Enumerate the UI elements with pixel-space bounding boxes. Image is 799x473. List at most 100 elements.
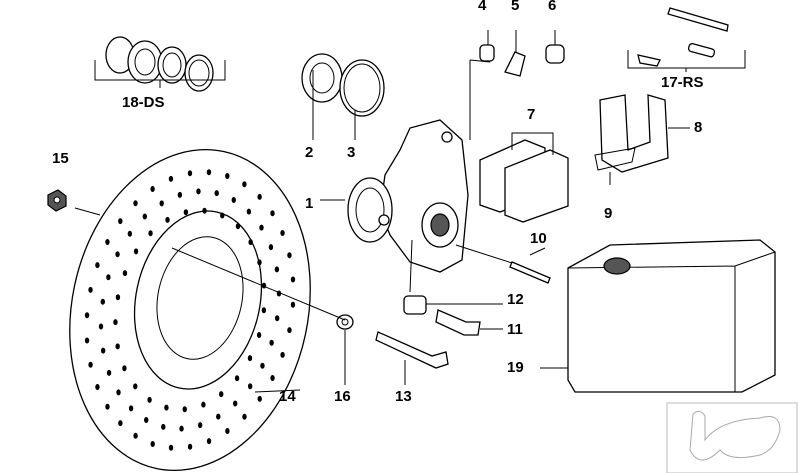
drill-hole xyxy=(144,417,149,424)
label-18-ds: 18-DS xyxy=(122,94,165,111)
drill-hole xyxy=(100,298,106,305)
drill-hole xyxy=(164,404,169,411)
pin-kit[interactable] xyxy=(627,7,746,72)
drill-hole xyxy=(290,276,296,283)
drill-hole xyxy=(113,319,118,326)
label-4: 4 xyxy=(478,0,487,14)
drill-hole xyxy=(201,401,206,408)
drill-hole xyxy=(214,190,219,197)
label-19: 19 xyxy=(507,359,524,376)
drill-hole xyxy=(100,347,106,354)
brake-fluid-can[interactable] xyxy=(540,239,776,393)
label-16: 16 xyxy=(334,388,351,405)
drill-hole xyxy=(168,175,174,182)
label-2: 2 xyxy=(305,144,314,161)
drill-hole xyxy=(122,365,127,372)
drill-hole xyxy=(115,251,120,258)
drill-hole xyxy=(247,383,253,390)
drill-hole xyxy=(235,223,241,230)
drill-hole xyxy=(88,361,93,368)
drill-hole xyxy=(242,181,247,188)
drill-hole xyxy=(116,389,121,396)
bleeder-valve[interactable] xyxy=(504,51,526,77)
drill-hole xyxy=(268,244,274,251)
piston-seal[interactable] xyxy=(301,53,343,103)
drill-hole xyxy=(274,266,280,273)
drill-hole xyxy=(206,438,212,445)
drill-hole xyxy=(106,369,112,376)
drill-hole xyxy=(256,332,262,339)
label-1: 1 xyxy=(305,195,314,212)
drill-hole xyxy=(88,286,93,293)
drill-hole xyxy=(274,315,280,322)
brake-disc[interactable] xyxy=(41,127,339,473)
drill-hole xyxy=(95,384,100,391)
retaining-ring[interactable] xyxy=(339,59,385,117)
label-9: 9 xyxy=(604,205,613,222)
brake-pads[interactable] xyxy=(479,132,569,223)
drill-hole xyxy=(105,403,110,410)
nut[interactable] xyxy=(47,189,67,212)
dust-cap[interactable] xyxy=(545,44,565,64)
drill-hole xyxy=(219,391,224,398)
motorcycle-thumbnail[interactable] xyxy=(666,402,798,473)
drill-hole xyxy=(118,420,123,427)
drill-hole xyxy=(84,337,90,344)
drill-hole xyxy=(196,188,201,195)
drill-hole xyxy=(270,210,275,217)
drill-hole xyxy=(269,339,274,346)
bushing[interactable] xyxy=(403,295,427,315)
drill-hole xyxy=(257,193,262,200)
drill-hole xyxy=(225,173,230,180)
drill-hole xyxy=(247,355,253,362)
label-11: 11 xyxy=(507,321,523,338)
drill-hole xyxy=(257,259,262,266)
drill-hole xyxy=(202,207,207,214)
bleeder-cap[interactable] xyxy=(479,44,495,62)
label-13: 13 xyxy=(395,388,412,405)
drill-hole xyxy=(118,218,123,225)
drill-hole xyxy=(115,294,121,301)
drill-hole xyxy=(290,301,296,308)
drill-hole xyxy=(231,196,236,203)
drill-hole xyxy=(161,423,166,430)
label-5: 5 xyxy=(511,0,520,14)
drill-hole xyxy=(115,343,120,350)
drill-hole xyxy=(242,413,247,420)
drill-hole xyxy=(147,396,152,403)
brake-caliper[interactable] xyxy=(347,119,469,273)
drill-hole xyxy=(106,274,111,281)
drill-hole xyxy=(248,239,253,246)
drill-hole xyxy=(182,406,187,413)
label-17-rs: 17-RS xyxy=(661,74,704,91)
label-14: 14 xyxy=(279,388,296,405)
drill-hole xyxy=(133,200,138,207)
drill-hole xyxy=(127,230,133,237)
drill-hole xyxy=(280,351,285,358)
guide-pin[interactable] xyxy=(455,244,551,284)
label-3: 3 xyxy=(347,144,356,161)
label-8: 8 xyxy=(694,119,703,136)
drill-hole xyxy=(257,395,262,402)
anti-rattle-spring[interactable] xyxy=(594,94,690,185)
drill-hole xyxy=(280,229,285,236)
drill-hole xyxy=(234,375,240,382)
washer[interactable] xyxy=(336,314,354,330)
drill-hole xyxy=(287,252,292,259)
drill-hole xyxy=(187,443,193,450)
drill-hole xyxy=(133,383,138,390)
label-12: 12 xyxy=(507,291,524,308)
drill-hole xyxy=(84,312,90,319)
drill-hole xyxy=(179,425,184,432)
drill-hole xyxy=(98,323,104,330)
drill-hole xyxy=(150,440,155,447)
drill-hole xyxy=(261,307,267,314)
drill-hole xyxy=(122,270,128,277)
bolt[interactable] xyxy=(435,309,481,336)
drill-hole xyxy=(148,230,153,237)
seal-kit[interactable] xyxy=(94,36,226,92)
screw[interactable] xyxy=(375,331,449,369)
drill-hole xyxy=(133,432,138,439)
drill-hole xyxy=(187,170,193,177)
